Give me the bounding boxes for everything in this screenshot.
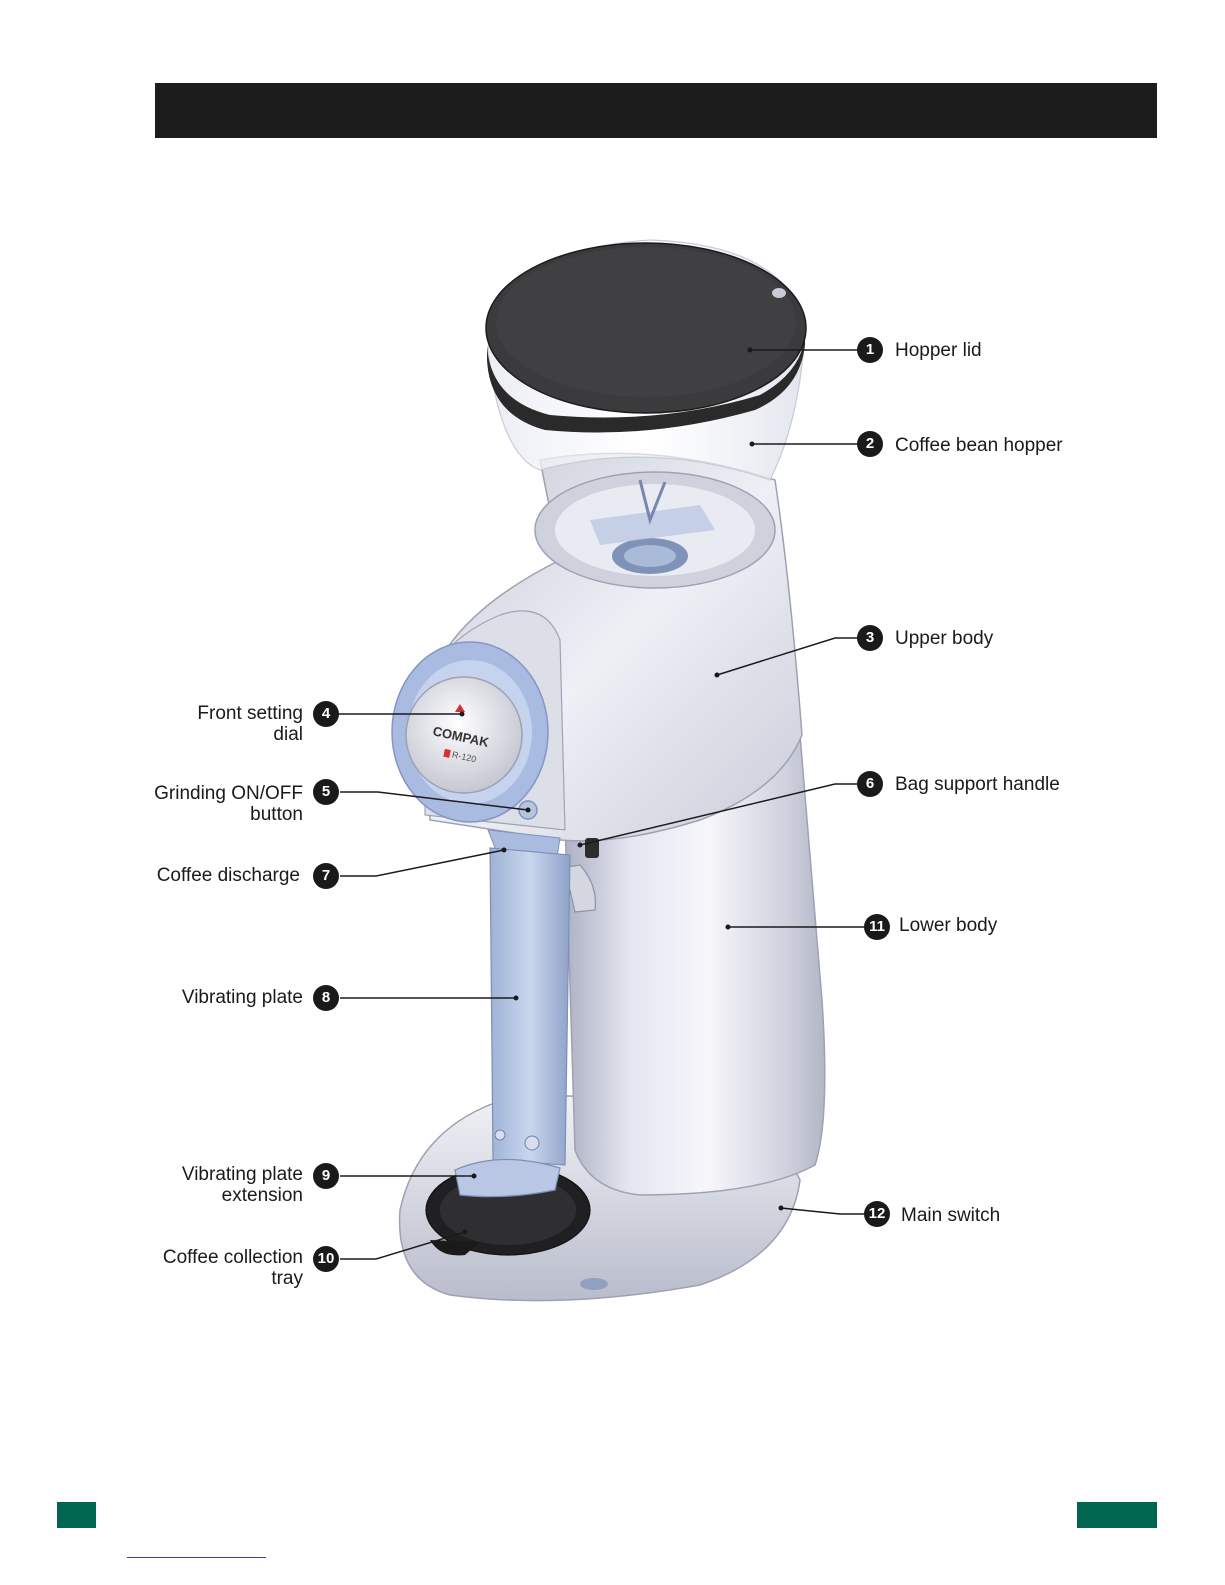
callout-label-vibrating-plate: Vibrating plate	[103, 987, 303, 1008]
callout-label-upper-body: Upper body	[895, 628, 993, 649]
leader-line-7	[340, 850, 504, 876]
footer-link-underline[interactable]	[127, 1557, 266, 1558]
base-foot	[580, 1278, 608, 1290]
callout-badge-10: 10	[313, 1246, 339, 1272]
callout-badge-4: 4	[313, 701, 339, 727]
callout-label-coffee-bean-hopper: Coffee bean hopper	[895, 435, 1063, 456]
callout-label-coffee-discharge: Coffee discharge	[100, 865, 300, 886]
callout-badge-9: 9	[313, 1163, 339, 1189]
callout-label-vibrating-plate-extension: Vibrating plate extension	[103, 1164, 303, 1206]
callout-badge-5: 5	[313, 779, 339, 805]
leader-line-12	[781, 1208, 865, 1214]
callout-label-coffee-collection-tray: Coffee collection tray	[103, 1247, 303, 1289]
callout-label-lower-body: Lower body	[899, 915, 997, 936]
callout-badge-8: 8	[313, 985, 339, 1011]
footer-accent-left	[57, 1502, 96, 1528]
callout-badge-11: 11	[864, 914, 890, 940]
callout-badge-1: 1	[857, 337, 883, 363]
vibrating-plate-extension	[455, 1159, 560, 1196]
callout-badge-3: 3	[857, 625, 883, 651]
callout-badge-12: 12	[864, 1201, 890, 1227]
callout-label-bag-support-handle: Bag support handle	[895, 774, 1060, 795]
callout-label-hopper-lid: Hopper lid	[895, 340, 982, 361]
vibrating-plate	[490, 848, 570, 1165]
callout-label-main-switch: Main switch	[901, 1205, 1000, 1226]
callout-label-front-setting-dial: Front setting dial	[103, 703, 303, 745]
callout-badge-2: 2	[857, 431, 883, 457]
callout-badge-6: 6	[857, 771, 883, 797]
callout-badge-7: 7	[313, 863, 339, 889]
callout-label-grinding-on-off-button: Grinding ON/OFF button	[103, 783, 303, 825]
footer-accent-right	[1077, 1502, 1157, 1528]
